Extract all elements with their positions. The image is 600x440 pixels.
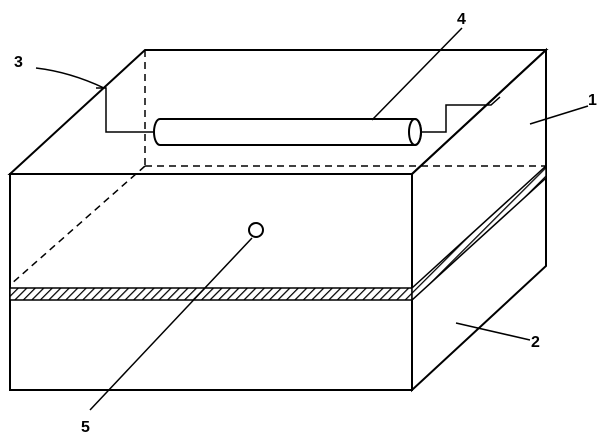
front-hole <box>248 222 264 238</box>
leader-line-4 <box>371 27 463 121</box>
label-3: 3 <box>14 54 23 71</box>
hidden-edge-diagonal <box>9 165 146 286</box>
label-5: 5 <box>81 419 90 436</box>
label-2: 2 <box>531 334 540 351</box>
leader-line-5 <box>89 237 253 411</box>
rod-body <box>153 118 422 146</box>
label-4: 4 <box>457 11 466 28</box>
leader-line-1 <box>529 105 589 125</box>
top-face <box>7 49 549 175</box>
front-hatched-layer <box>9 287 413 301</box>
right-lead-wire <box>421 96 501 133</box>
front-face <box>9 173 413 391</box>
left-lead-wire <box>96 87 155 133</box>
rod-component <box>153 118 422 146</box>
side-hatched-layer <box>411 164 547 302</box>
hidden-edges <box>9 50 546 286</box>
leader-line-3 <box>35 67 105 89</box>
rod-end-cap <box>408 118 422 146</box>
leader-line-2 <box>455 322 531 341</box>
leader-lines <box>35 27 589 411</box>
label-1: 1 <box>588 92 597 109</box>
